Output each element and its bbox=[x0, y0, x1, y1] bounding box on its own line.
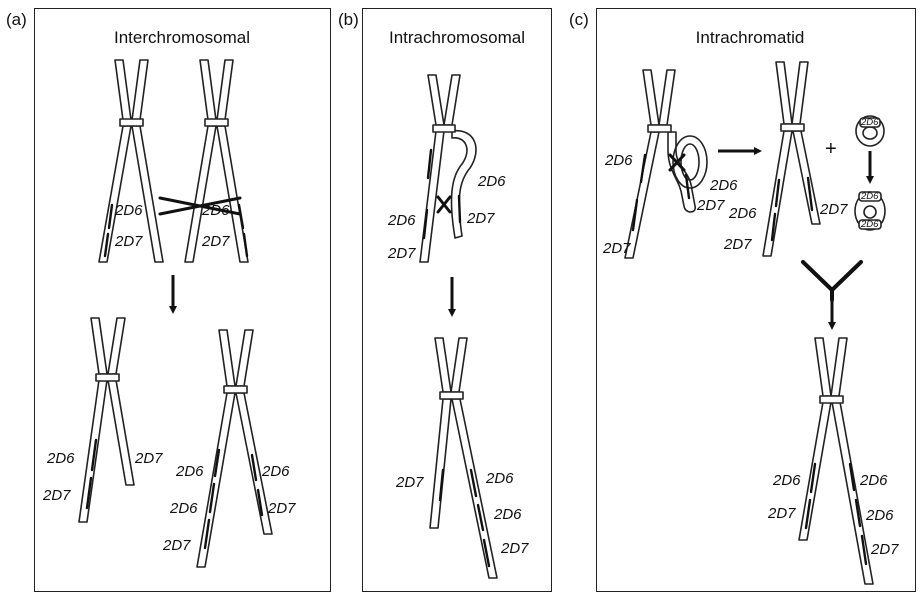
gene-label: 2D7 bbox=[724, 236, 752, 253]
merge-y-shape bbox=[801, 260, 863, 302]
gene-label: 2D7 bbox=[115, 233, 143, 250]
crossover-marks bbox=[158, 153, 686, 216]
ring-c-single bbox=[855, 115, 885, 147]
gene-label: 2D6 bbox=[202, 202, 230, 219]
gene-label: 2D7 bbox=[820, 201, 848, 218]
gene-label: 2D7 bbox=[396, 474, 424, 491]
gene-label: 2D6 bbox=[866, 507, 894, 524]
chromosome-c-middle bbox=[762, 61, 821, 257]
gene-label: 2D7 bbox=[501, 540, 529, 557]
gene-label: 2D7 bbox=[603, 240, 631, 257]
chromosome-a-top-left bbox=[98, 59, 164, 263]
gene-label: 2D7 bbox=[467, 210, 495, 227]
gene-label: 2D6 bbox=[478, 173, 506, 190]
gene-label: 2D6 bbox=[170, 500, 198, 517]
chromosome-c-left bbox=[624, 69, 708, 259]
gene-label: 2D7 bbox=[43, 487, 71, 504]
chromosome-b-bottom bbox=[429, 337, 498, 579]
gene-label: 2D6 bbox=[115, 202, 143, 219]
ring-c-double bbox=[854, 191, 886, 231]
gene-label: 2D6 bbox=[486, 470, 514, 487]
plus-sign: + bbox=[825, 138, 837, 160]
chromosome-a-bottom-left bbox=[78, 317, 135, 523]
gene-label: 2D6 bbox=[262, 463, 290, 480]
panel-b-tag: (b) bbox=[338, 10, 359, 29]
panel-c-tag: (c) bbox=[569, 10, 589, 29]
gene-label: 2D7 bbox=[388, 245, 416, 262]
gene-label: 2D6 bbox=[729, 205, 757, 222]
ring-label: 2D6 bbox=[861, 191, 879, 202]
gene-label: 2D6 bbox=[710, 177, 738, 194]
ring-label: 2D6 bbox=[861, 219, 879, 230]
gene-label: 2D6 bbox=[47, 450, 75, 467]
gene-label: 2D7 bbox=[697, 197, 725, 214]
gene-label: 2D7 bbox=[135, 450, 163, 467]
panel-b-title: Intrachromosomal bbox=[388, 28, 526, 47]
gene-label: 2D6 bbox=[605, 152, 633, 169]
gene-label: 2D6 bbox=[388, 212, 416, 229]
panel-c-title: Intrachromatid bbox=[695, 28, 805, 47]
gene-label: 2D6 bbox=[494, 506, 522, 523]
panel-b-frame bbox=[362, 8, 552, 592]
gene-label: 2D7 bbox=[871, 541, 899, 558]
gene-label: 2D7 bbox=[768, 505, 796, 522]
gene-label: 2D6 bbox=[176, 463, 204, 480]
gene-label: 2D7 bbox=[202, 233, 230, 250]
gene-label: 2D7 bbox=[163, 537, 191, 554]
chromosome-a-top-right bbox=[184, 59, 249, 263]
arrows bbox=[169, 147, 874, 330]
gene-label: 2D6 bbox=[773, 472, 801, 489]
gene-label: 2D6 bbox=[860, 472, 888, 489]
chromosome-c-bottom bbox=[798, 337, 874, 585]
gene-label: 2D7 bbox=[268, 500, 296, 517]
ring-label: 2D6 bbox=[861, 117, 879, 128]
panel-a-tag: (a) bbox=[6, 10, 27, 29]
panel-a-title: Interchromosomal bbox=[113, 28, 251, 47]
